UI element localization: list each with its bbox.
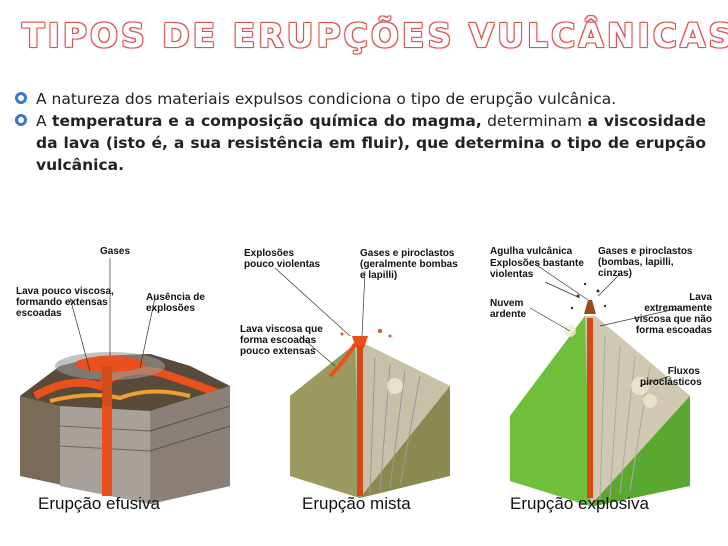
bullet-item: A temperatura e a composição química do … (14, 110, 706, 176)
label-effusive-lava: Lava pouco viscosa, formando extensas es… (16, 286, 114, 319)
label-mixed-lava: Lava viscosa que forma escoadas pouco ex… (240, 324, 323, 357)
bullet-text: A natureza dos materiais expulsos condic… (36, 90, 617, 108)
label-explosive-explosions: Explosões bastante violentas (490, 258, 584, 280)
label-explosive-needle: Agulha vulcânica (490, 246, 573, 257)
label-effusive-gases: Gases (100, 246, 131, 257)
bullet-item: A natureza dos materiais expulsos condic… (14, 88, 706, 110)
label-mixed-explosions: Explosões pouco violentas (244, 248, 321, 270)
bullet-icon (15, 92, 27, 104)
volcano-diagram: Gases Lava pouco viscosa, formando exten… (0, 236, 728, 536)
caption-effusive: Erupção efusiva (38, 494, 160, 513)
bullet-text: determinam (481, 112, 588, 130)
mixed-volcano (290, 329, 450, 498)
label-mixed-gases: Gases e piroclastos (geralmente bombas e… (360, 248, 458, 281)
leader-lines (69, 258, 681, 387)
effusive-volcano (20, 352, 231, 504)
volcano-illustrations (20, 258, 690, 506)
label-explosive-cloud: Nuvem ardente (490, 298, 527, 320)
label-effusive-no-explosions: Ausência de explosões (146, 292, 205, 314)
page-title: TIPOS DE ERUPÇÕES VULCÂNICAS (22, 16, 728, 55)
explosive-volcano (510, 282, 690, 506)
caption-mixed: Erupção mista (302, 494, 411, 513)
bullet-list: A natureza dos materiais expulsos condic… (14, 88, 706, 176)
bullet-bold-text: a viscosidade da lava (isto é, a sua res… (36, 112, 706, 174)
label-explosive-lava: Lava extremamente viscosa que não forma … (634, 292, 712, 336)
label-explosive-flows: Fluxos piroclásticos (640, 366, 702, 388)
label-explosive-gases: Gases e piroclastos (bombas, lapilli, ci… (598, 246, 693, 279)
bullet-text: A (36, 112, 53, 130)
caption-explosive: Erupção explosiva (510, 494, 649, 513)
bullet-bold-text: temperatura e a composição química do ma… (52, 112, 482, 130)
bullet-icon (15, 114, 27, 126)
